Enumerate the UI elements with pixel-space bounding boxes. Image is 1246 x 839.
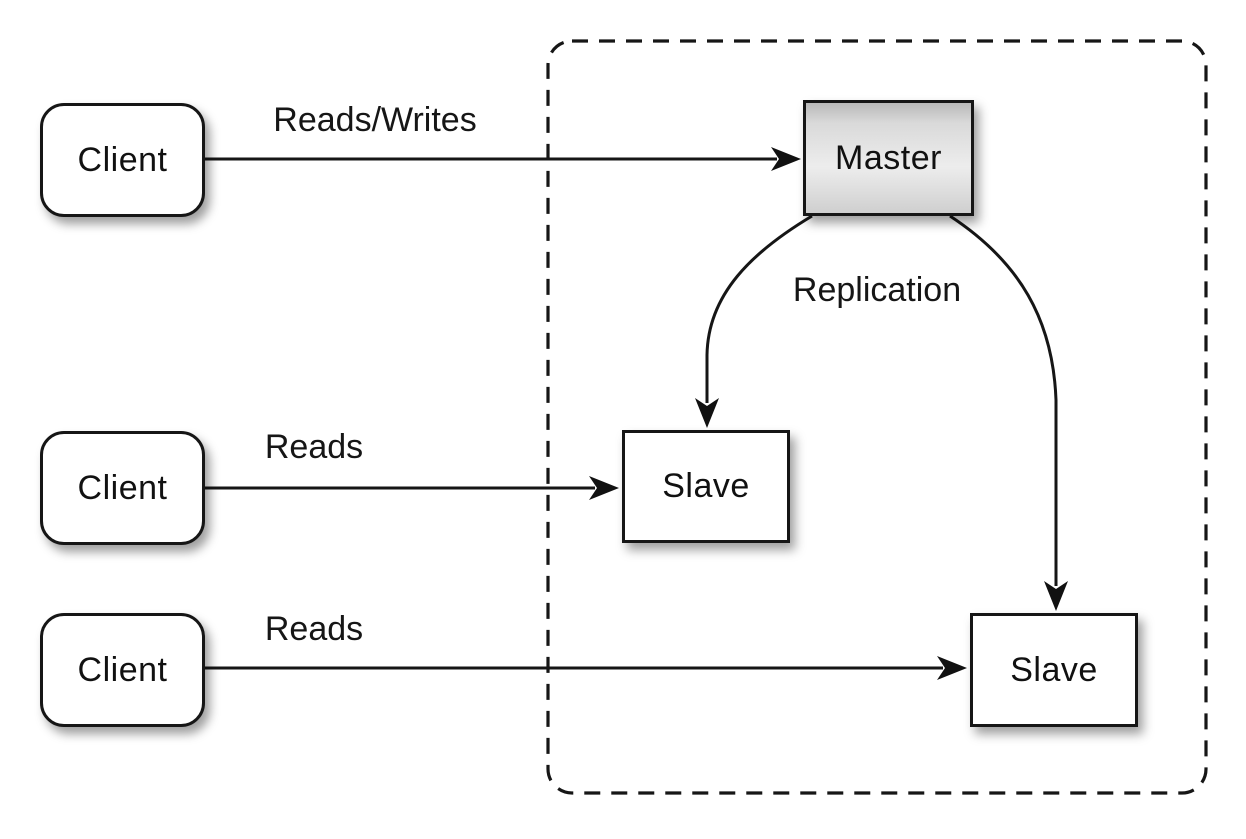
edge-label-reads-writes: Reads/Writes bbox=[273, 101, 477, 139]
node-slave-2: Slave bbox=[970, 613, 1138, 727]
arrowhead-down-icon bbox=[695, 398, 719, 428]
edge-label-reads-bottom: Reads bbox=[264, 610, 364, 648]
edge-label-reads-mid: Reads bbox=[264, 428, 364, 466]
arrowhead-right-icon bbox=[589, 476, 619, 500]
replication-zone-dashed-border bbox=[546, 39, 1208, 795]
node-client-1-label: Client bbox=[77, 140, 168, 179]
node-master-label: Master bbox=[835, 138, 942, 177]
node-client-1: Client bbox=[40, 103, 205, 217]
arrowhead-right-icon bbox=[771, 147, 801, 171]
edge-replication-left-curve bbox=[705, 214, 813, 403]
arrowhead-down-icon bbox=[1044, 581, 1068, 611]
node-master: Master bbox=[803, 100, 974, 216]
node-slave-1: Slave bbox=[622, 430, 790, 543]
node-slave-2-label: Slave bbox=[1010, 650, 1098, 689]
arrowhead-right-icon bbox=[937, 656, 967, 680]
node-slave-1-label: Slave bbox=[662, 467, 750, 505]
edge-replication-right-curve bbox=[949, 214, 1058, 586]
node-client-2-label: Client bbox=[77, 468, 168, 507]
node-client-2: Client bbox=[40, 431, 205, 545]
edge-label-replication: Replication bbox=[792, 271, 962, 309]
node-client-3-label: Client bbox=[77, 650, 168, 689]
node-client-3: Client bbox=[40, 613, 205, 727]
